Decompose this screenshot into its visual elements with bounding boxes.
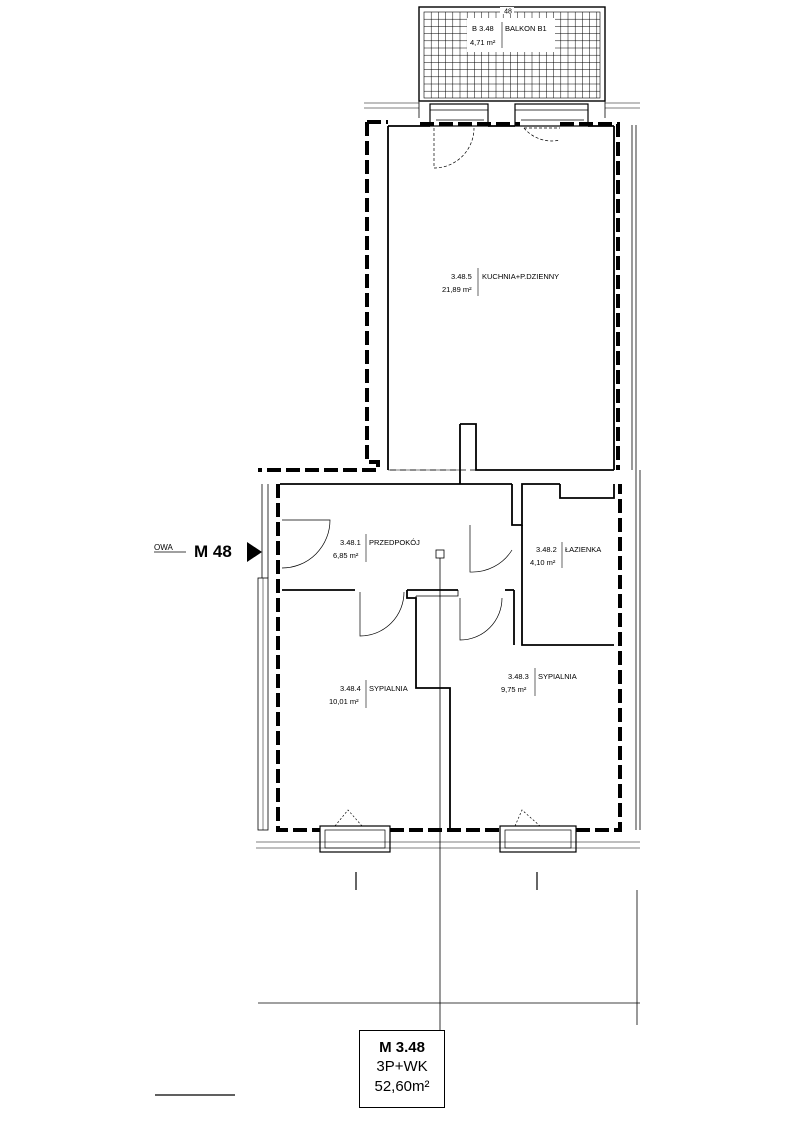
doors (281, 103, 612, 853)
room-area: 21,89 m² (442, 285, 472, 294)
room-name: ŁAZIENKA (565, 545, 601, 554)
room-area: 6,85 m² (333, 551, 359, 560)
room-name: SYPIALNIA (369, 684, 408, 693)
unit-boundary (258, 120, 622, 832)
room-name: PRZEDPOKÓJ (369, 538, 420, 547)
summary-type: 3P+WK (376, 1058, 428, 1075)
unit-entrance-label: OWA M 48 (154, 542, 262, 562)
unit-code-text: M 48 (194, 542, 232, 561)
balcony-code: B 3.48 (472, 24, 494, 33)
room-label-bathroom: 3.48.2 ŁAZIENKA 4,10 m² (530, 542, 601, 568)
room-name: SYPIALNIA (538, 672, 577, 681)
room-code: 3.48.5 (451, 272, 472, 281)
room-label-hall: 3.48.1 PRZEDPOKÓJ 6,85 m² (333, 534, 420, 562)
room-code: 3.48.4 (340, 684, 361, 693)
summary-code: M 3.48 (379, 1039, 425, 1056)
room-name: KUCHNIA+P.DZIENNY (482, 272, 559, 281)
balcony-area: 4,71 m² (470, 38, 496, 47)
unit-summary-box: M 3.48 3P+WK 52,60m² (359, 1030, 445, 1108)
room-label-kitchen: 3.48.5 KUCHNIA+P.DZIENNY 21,89 m² (442, 268, 559, 296)
summary-area: 52,60m² (374, 1078, 430, 1095)
context-lines (155, 102, 641, 1096)
room-area: 9,75 m² (501, 685, 527, 694)
interior-walls (280, 125, 615, 828)
room-code: 3.48.2 (536, 545, 557, 554)
balcony-name: BALKON B1 (505, 24, 547, 33)
room-label-bedroom-right: 3.48.3 SYPIALNIA 9,75 m² (501, 668, 577, 696)
arrow-right-icon (247, 542, 262, 562)
balcony: 48 B 3.48 BALKON B1 4,71 m² (418, 6, 606, 118)
room-code: 3.48.3 (508, 672, 529, 681)
room-code: 3.48.1 (340, 538, 361, 547)
room-label-bedroom-left: 3.48.4 SYPIALNIA 10,01 m² (329, 680, 408, 708)
room-area: 4,10 m² (530, 558, 556, 567)
room-area: 10,01 m² (329, 697, 359, 706)
balcony-number-tag: 48 (504, 9, 512, 16)
unit-prefix-text: OWA (154, 543, 173, 552)
